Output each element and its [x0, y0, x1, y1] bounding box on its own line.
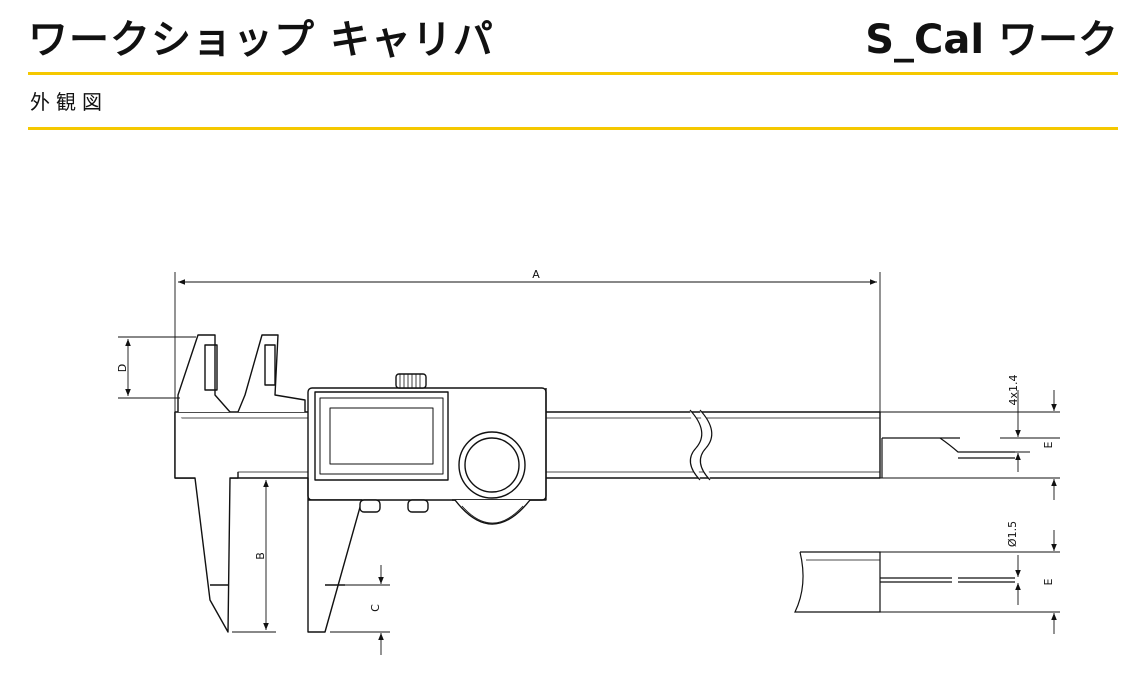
dimension-e-bottom-label: E — [1042, 578, 1055, 585]
end-view-bottom — [794, 551, 1060, 613]
page-title: ワークショップ キャリパ — [28, 17, 494, 63]
dimension-d — [118, 336, 196, 399]
section-divider — [28, 127, 1118, 130]
dimension-rod-label: Ø1.5 — [1006, 521, 1019, 547]
dimension-d-label: D — [116, 364, 129, 372]
section-title: 外観図 — [30, 90, 108, 114]
end-view-top — [880, 411, 1060, 479]
caliper-outline — [174, 334, 881, 633]
dimension-a — [174, 272, 881, 412]
dimension-e-top-label: E — [1042, 441, 1055, 448]
dimension-a-label: A — [532, 268, 540, 281]
dimension-c — [330, 565, 390, 655]
product-name: S_Cal ワーク — [865, 17, 1118, 63]
dimension-slot-label: 4x1.4 — [1007, 374, 1020, 405]
header-divider — [28, 72, 1118, 75]
dimension-b — [232, 477, 276, 633]
dimension-b-label: B — [254, 552, 267, 560]
dimension-c-label: C — [369, 604, 382, 612]
